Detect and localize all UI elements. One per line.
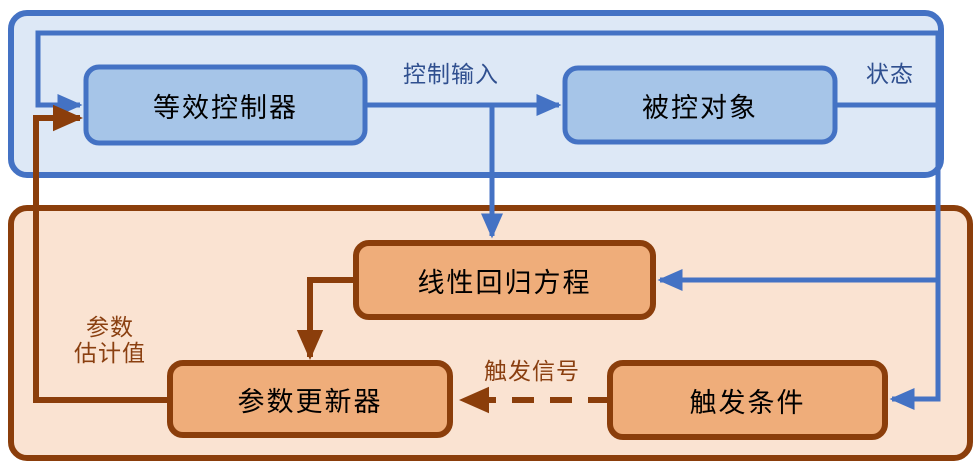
equivalent-controller-block[interactable] [83, 64, 368, 146]
controlled-plant-block[interactable] [562, 65, 838, 145]
regression-to-updater [296, 277, 356, 360]
linear-regression-equation-block[interactable] [353, 240, 656, 320]
state-to-trigger-condition [889, 280, 941, 410]
estimate-to-controller [33, 104, 170, 403]
trigger-condition-block[interactable] [607, 360, 888, 440]
state-feedback-to-controller [35, 30, 941, 116]
parameter-updater-block[interactable] [167, 360, 453, 438]
